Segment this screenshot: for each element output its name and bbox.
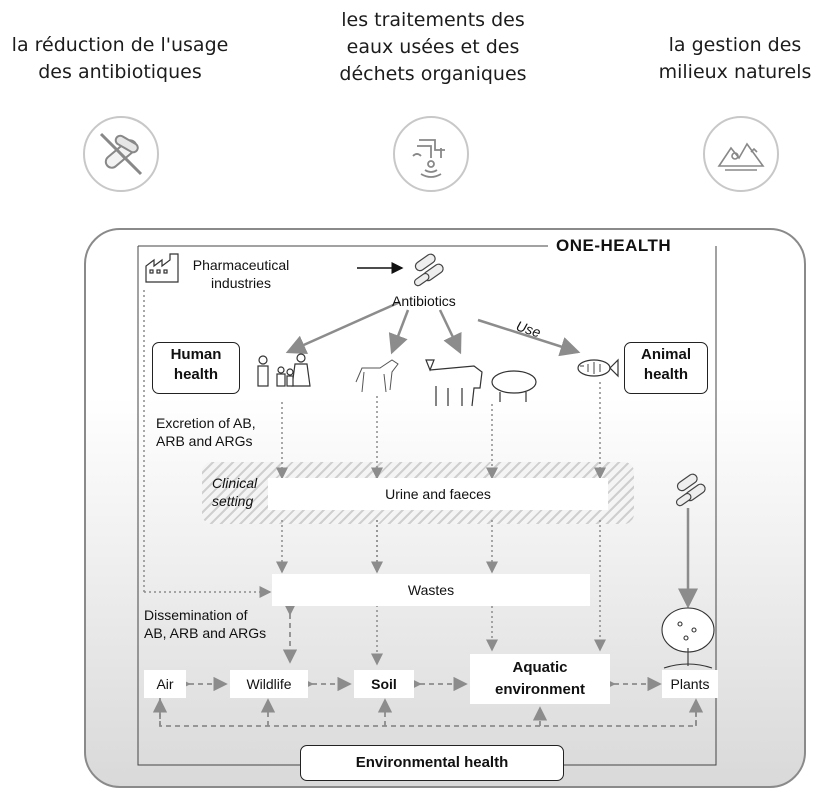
one-health-title: ONE-HEALTH bbox=[548, 236, 680, 256]
factory-icon bbox=[145, 253, 179, 283]
fish-icon bbox=[577, 358, 619, 378]
pills-icon bbox=[413, 253, 444, 287]
soil-box: Soil bbox=[354, 670, 414, 698]
family-icon bbox=[257, 353, 311, 387]
pills-icon-right bbox=[675, 473, 706, 507]
urine-faeces-box: Urine and faeces bbox=[268, 478, 608, 510]
category-wastewater-treatment: les traitements des eaux usées et des dé… bbox=[339, 9, 527, 85]
dog-icon bbox=[355, 359, 399, 393]
dissemination-label: Dissemination of AB, ARB and ARGs bbox=[144, 607, 267, 641]
category-antibiotic-reduction: la réduction de l'usage des antibiotique… bbox=[11, 34, 229, 83]
air-box: Air bbox=[144, 670, 186, 698]
wastes-box: Wastes bbox=[272, 574, 590, 606]
category-natural-environment: la gestion des milieux naturels bbox=[658, 34, 812, 83]
clinical-setting-label: Clinical setting bbox=[212, 475, 258, 509]
aquatic-environment-box: Aquatic environment bbox=[470, 654, 610, 704]
water-treatment-icon bbox=[393, 116, 469, 192]
landscape-icon bbox=[703, 116, 779, 192]
plants-box: Plants bbox=[662, 670, 718, 698]
no-pills-icon bbox=[83, 116, 159, 192]
human-health-box: Human health bbox=[152, 342, 240, 394]
cow-icon bbox=[425, 359, 483, 407]
excretion-label: Excretion of AB, ARB and ARGs bbox=[156, 415, 256, 449]
wildlife-box: Wildlife bbox=[230, 670, 308, 698]
animal-health-box: Animal health bbox=[624, 342, 708, 394]
antibiotics-label: Antibiotics bbox=[392, 293, 456, 309]
environmental-health-box: Environmental health bbox=[300, 745, 564, 781]
pharmaceutical-industries-label: Pharmaceutical industries bbox=[192, 257, 290, 291]
pig-icon bbox=[491, 370, 537, 402]
tree-icon bbox=[661, 607, 715, 669]
